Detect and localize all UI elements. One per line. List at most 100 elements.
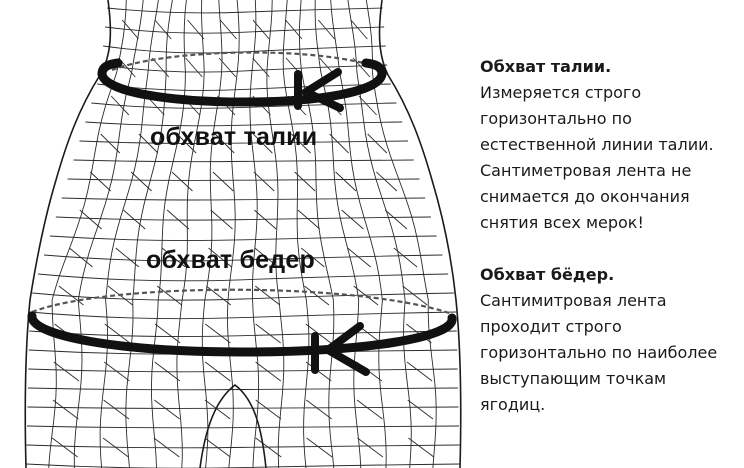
- mesh-line: [201, 0, 223, 468]
- mesh-line: [341, 209, 364, 230]
- mesh-line: [153, 437, 180, 458]
- mesh-line: [115, 247, 140, 268]
- mesh-line: [110, 95, 130, 116]
- mesh-line: [85, 121, 403, 127]
- mesh-line: [254, 247, 279, 268]
- mesh-line: [107, 7, 383, 14]
- waist-tape-front-left: [97, 58, 123, 79]
- mesh-line: [73, 0, 144, 468]
- mesh-line: [43, 254, 443, 262]
- waist-tape: [97, 69, 387, 107]
- mesh-line: [125, 0, 173, 468]
- mesh-line: [151, 57, 170, 78]
- mesh-line: [347, 247, 371, 268]
- waist-label: обхват талии: [150, 123, 318, 151]
- hips-note: Обхват бёдер. Сантимитровая лента проход…: [480, 262, 742, 418]
- mesh-line: [61, 197, 426, 201]
- mesh-line: [212, 171, 234, 192]
- mesh-line: [358, 95, 377, 116]
- mesh-line: [48, 0, 127, 468]
- mesh-line: [154, 19, 172, 40]
- mesh-line: [185, 57, 203, 78]
- mesh-line: [38, 273, 449, 282]
- mesh-line: [105, 26, 385, 34]
- mesh-line: [138, 133, 159, 154]
- mesh-line: [79, 209, 102, 230]
- mesh-line: [407, 399, 434, 420]
- mesh-line: [406, 361, 433, 382]
- mesh-line: [52, 399, 79, 420]
- mesh-line: [350, 19, 368, 40]
- mesh-line: [285, 19, 303, 40]
- mesh-line: [266, 0, 285, 468]
- mesh-line: [101, 64, 388, 73]
- mesh-line: [255, 285, 281, 306]
- mesh-line: [253, 171, 275, 192]
- mesh-line: [204, 361, 231, 382]
- mesh-line: [352, 57, 371, 78]
- waist-tape-front-right: [361, 58, 387, 79]
- mesh-line: [161, 247, 186, 268]
- mesh-line: [214, 133, 235, 154]
- mesh-line: [26, 444, 460, 449]
- mesh-line: [97, 83, 391, 91]
- mesh-line: [151, 0, 187, 468]
- mesh-line: [102, 437, 129, 458]
- mesh-line: [408, 437, 435, 458]
- mesh-line: [254, 209, 277, 230]
- mesh-line: [187, 19, 205, 40]
- waist-back-dashed-line: [111, 51, 381, 72]
- mesh-line: [55, 216, 431, 221]
- hips-tape: [27, 311, 457, 357]
- hips-arrow-icon: [311, 322, 370, 376]
- mesh-line: [100, 133, 121, 154]
- mesh-line: [294, 171, 316, 192]
- mesh-line: [376, 171, 398, 192]
- mesh-line: [51, 437, 78, 458]
- mesh-line: [154, 361, 181, 382]
- mesh-line: [218, 57, 237, 78]
- mesh-line: [103, 45, 386, 54]
- mesh-line: [91, 102, 397, 109]
- mesh-line: [329, 133, 349, 154]
- hips-back-dashed-line: [31, 288, 453, 316]
- mesh-line: [304, 285, 330, 306]
- mesh-line: [204, 437, 231, 458]
- mesh-line: [171, 171, 193, 192]
- mesh-line: [67, 178, 420, 181]
- mesh-line: [330, 0, 387, 468]
- mesh-line: [204, 399, 231, 420]
- mesh-line: [123, 209, 146, 230]
- mesh-line: [252, 19, 270, 40]
- mesh-line: [99, 0, 159, 468]
- waist-note: Обхват талии. Измеряется строго горизонт…: [480, 54, 742, 236]
- mesh-line: [176, 0, 205, 468]
- mesh-line: [130, 171, 152, 192]
- mesh-line: [26, 425, 460, 429]
- mesh-line: [365, 0, 437, 468]
- mesh-line: [29, 311, 457, 320]
- mesh-line: [27, 387, 459, 391]
- mesh-line: [282, 0, 310, 468]
- mesh-line: [29, 330, 457, 338]
- mesh-line: [402, 285, 428, 306]
- mesh-line: [384, 209, 408, 230]
- hips-note-title: Обхват бёдер.: [480, 265, 615, 284]
- mesh-line: [291, 133, 311, 154]
- mesh-line: [335, 171, 357, 192]
- mesh-line: [306, 437, 333, 458]
- waist-note-title: Обхват талии.: [480, 57, 612, 76]
- mesh-line: [252, 57, 270, 78]
- body-outline: [24, 0, 462, 468]
- mesh-line: [89, 171, 112, 192]
- mesh-line: [103, 399, 130, 420]
- waist-note-body: Измеряется строго горизонтально по естес…: [480, 83, 714, 232]
- mesh-line: [154, 323, 181, 344]
- mesh-line: [393, 247, 418, 268]
- waist-arrow-icon: [294, 68, 344, 112]
- mesh-line: [252, 133, 273, 154]
- mesh-line: [27, 406, 459, 409]
- mesh-line: [367, 133, 388, 154]
- body-wireframe-drawing: [24, 0, 462, 468]
- mesh-line: [298, 0, 335, 468]
